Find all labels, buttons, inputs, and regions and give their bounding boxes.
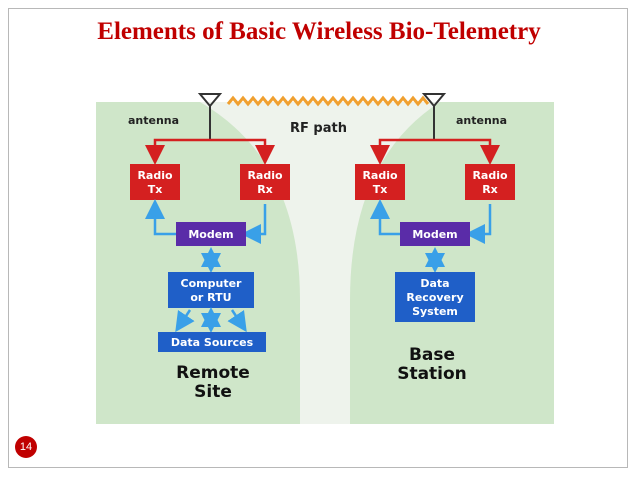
base-radio-tx: Radio Tx	[355, 164, 405, 200]
remote-radio-tx: Radio Tx	[130, 164, 180, 200]
remote-modem-to-tx-arrow	[145, 199, 178, 236]
svg-text:Rx: Rx	[482, 183, 498, 196]
base-rx-to-modem-arrow	[465, 204, 492, 244]
remote-site-label-line1: Remote	[176, 363, 250, 383]
base-data-recovery-system: Data Recovery System	[395, 272, 475, 322]
base-antenna-icon	[421, 93, 447, 140]
svg-text:Data Sources: Data Sources	[171, 336, 254, 349]
svg-text:Rx: Rx	[257, 183, 273, 196]
slide-title: Elements of Basic Wireless Bio-Telemetry	[97, 18, 541, 45]
remote-site-label-line2: Site	[194, 382, 232, 402]
base-station-label-line1: Base	[409, 345, 455, 365]
svg-text:Radio: Radio	[362, 169, 398, 182]
base-radio-rx: Radio Rx	[465, 164, 515, 200]
svg-text:Recovery: Recovery	[406, 291, 463, 304]
rf-path-label: RF path	[290, 121, 347, 136]
svg-text:Data: Data	[420, 277, 449, 290]
page-number-badge: 14	[15, 436, 37, 458]
base-modem-to-tx-arrow	[370, 199, 402, 236]
svg-text:or RTU: or RTU	[190, 291, 231, 304]
svg-text:Computer: Computer	[181, 277, 243, 290]
base-antenna-label: antenna	[456, 114, 507, 127]
svg-text:Tx: Tx	[148, 183, 163, 196]
base-modem: Modem	[400, 222, 470, 246]
svg-text:Modem: Modem	[188, 228, 233, 241]
svg-text:Radio: Radio	[137, 169, 173, 182]
base-antenna-to-rx-arrow	[434, 138, 500, 165]
remote-antenna-icon	[197, 93, 223, 140]
base-station-label-line2: Station	[397, 364, 467, 384]
remote-computer-rtu: Computer or RTU	[168, 272, 254, 308]
base-antenna-to-tx-arrow	[370, 138, 434, 165]
remote-computer-sources-arrow-left	[175, 309, 195, 333]
remote-antenna-to-tx-arrow	[145, 138, 210, 165]
rf-path-wave	[226, 95, 430, 107]
remote-radio-rx: Radio Rx	[240, 164, 290, 200]
svg-text:Radio: Radio	[247, 169, 283, 182]
svg-text:Modem: Modem	[412, 228, 457, 241]
remote-data-sources: Data Sources	[158, 332, 266, 352]
svg-text:System: System	[412, 305, 458, 318]
remote-antenna-label: antenna	[128, 114, 179, 127]
svg-text:Radio: Radio	[472, 169, 508, 182]
remote-computer-sources-arrow-right	[227, 309, 247, 333]
svg-text:Tx: Tx	[373, 183, 388, 196]
remote-antenna-to-rx-arrow	[210, 138, 275, 165]
remote-modem: Modem	[176, 222, 246, 246]
remote-rx-to-modem-arrow	[241, 204, 267, 244]
